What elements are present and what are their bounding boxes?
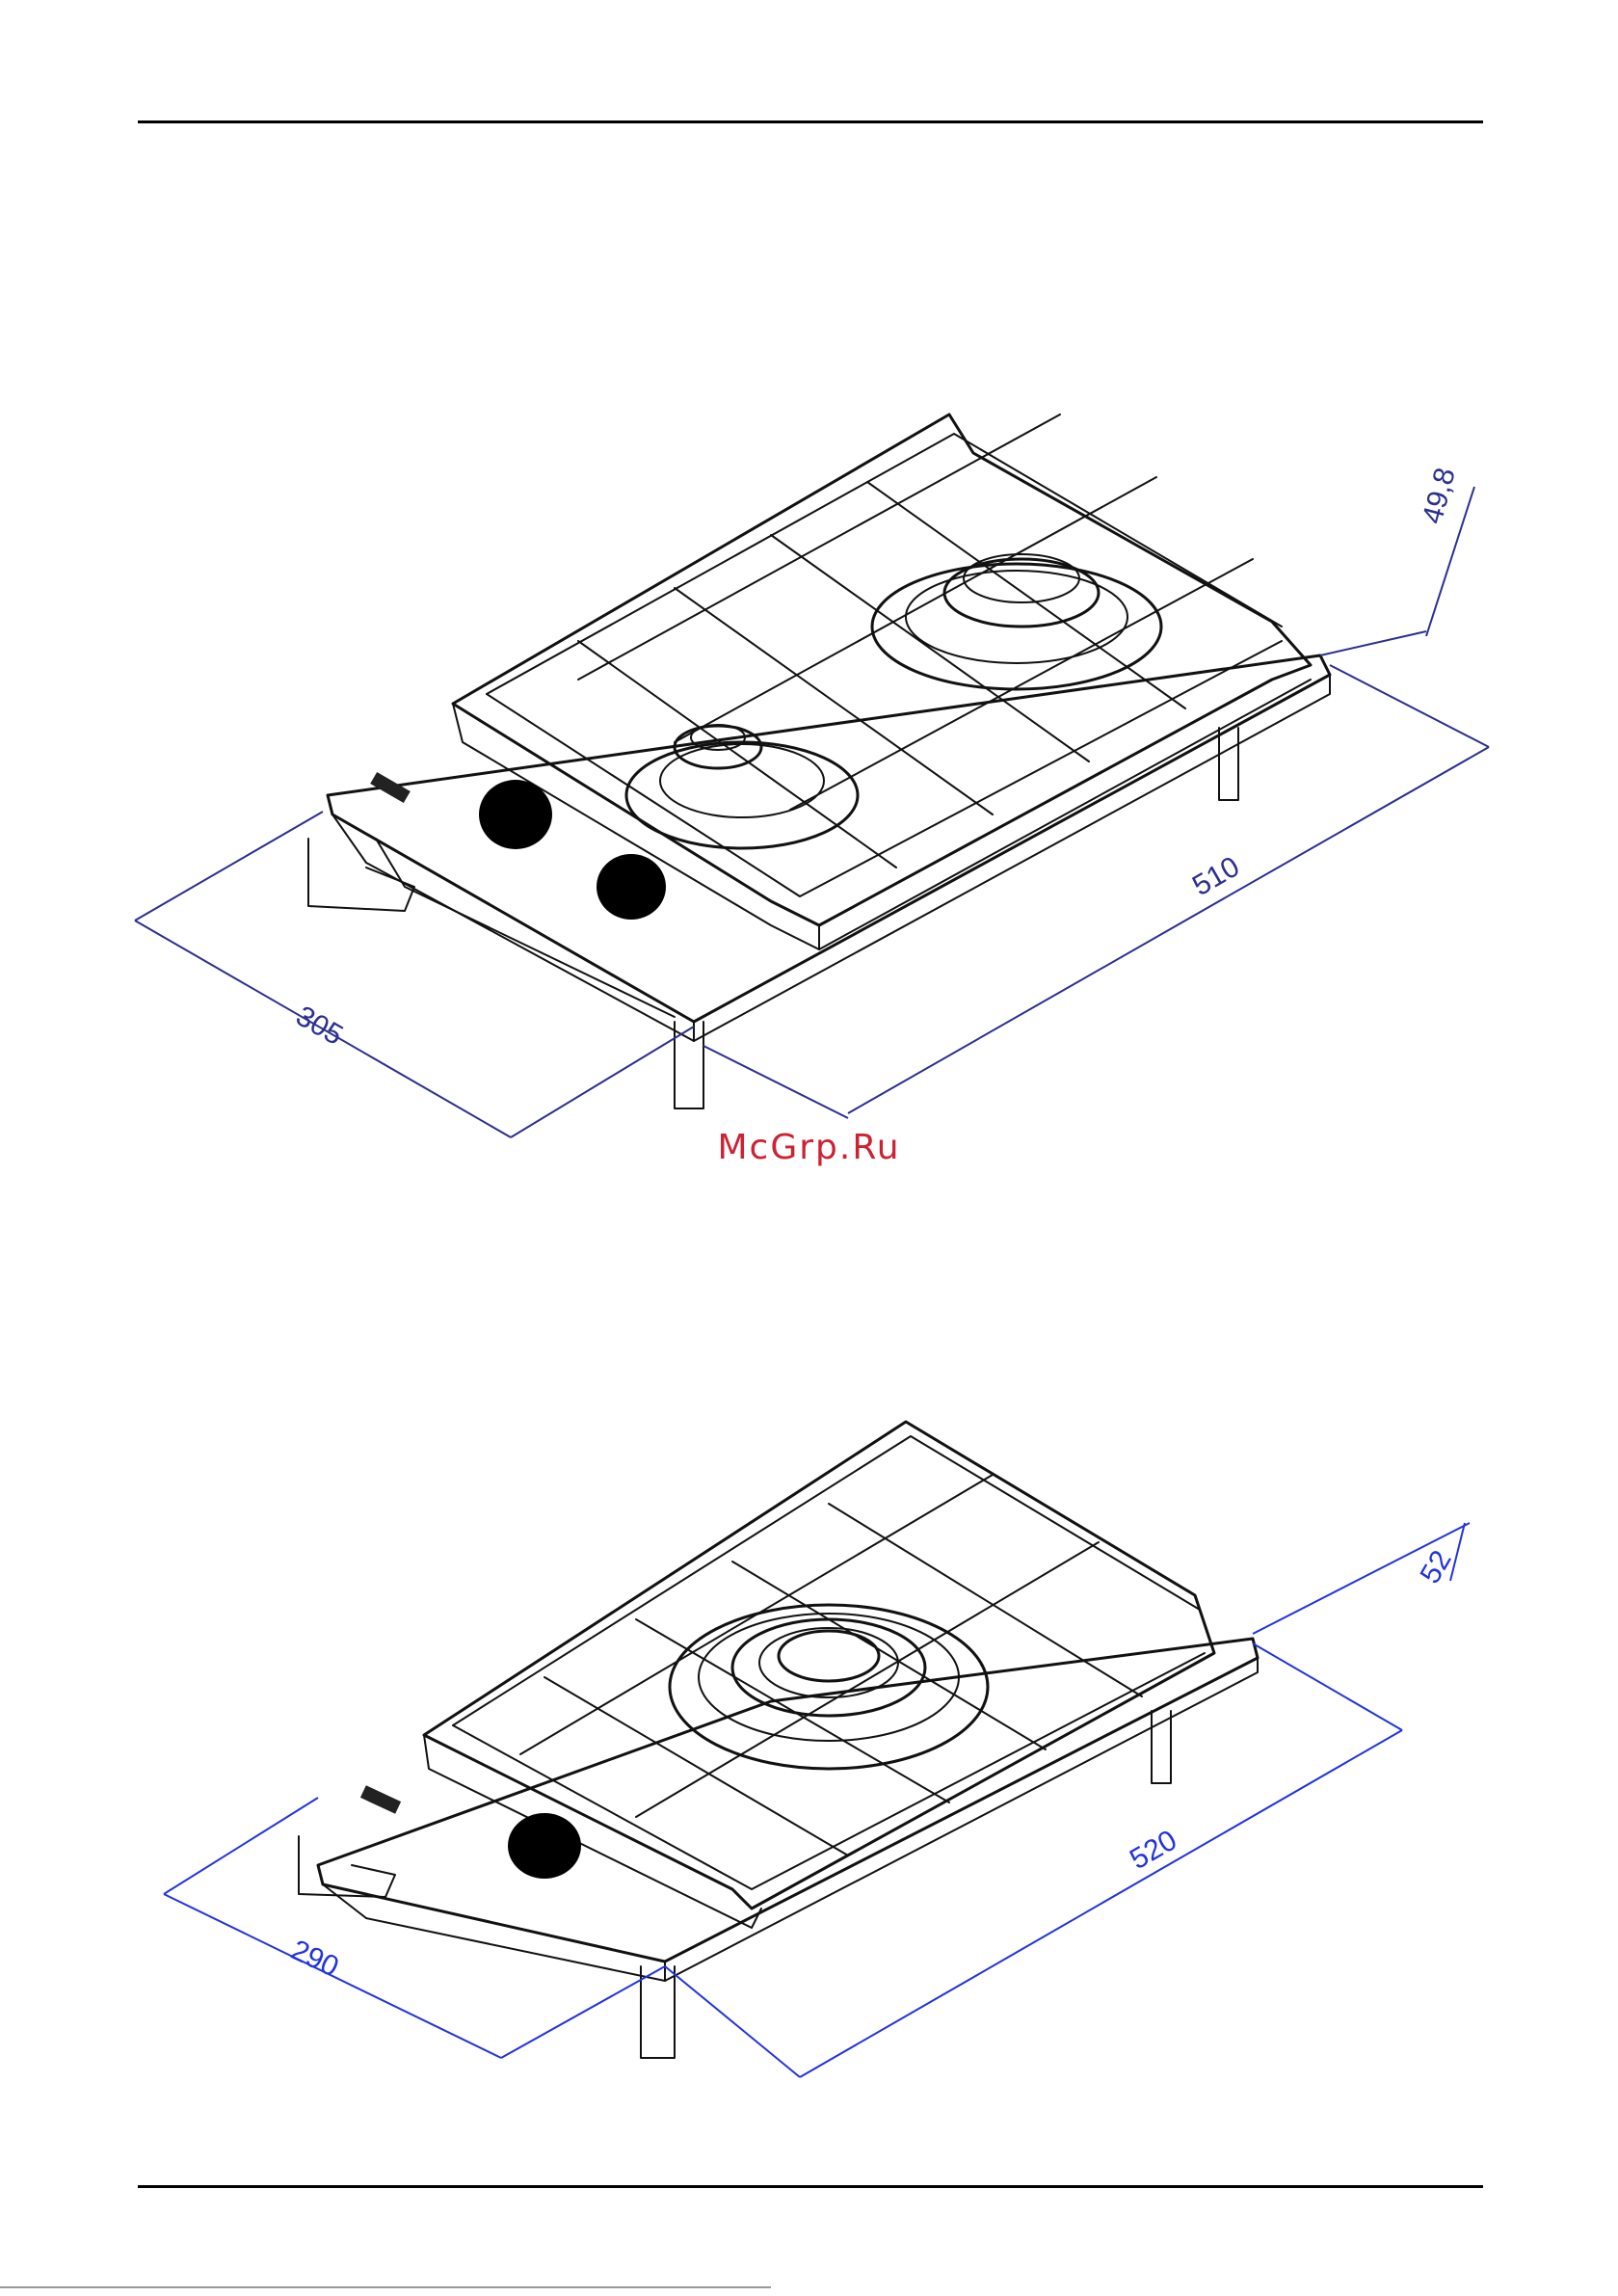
dim-width-label: 290 [286, 1934, 343, 1983]
header-rule [138, 120, 1483, 123]
knob-icon [597, 854, 666, 920]
watermark-text: McGrp.Ru [0, 1128, 1618, 1167]
dim-width-label: 305 [291, 1000, 349, 1052]
knob-icon [508, 1813, 581, 1879]
footer-rule [138, 2185, 1483, 2188]
dim-height-label: 49,8 [1417, 465, 1462, 527]
two-burner-hob-drawing: 305 510 49,8 [0, 366, 1618, 1157]
dim-length-label: 510 [1187, 850, 1245, 902]
dim-length-label: 520 [1125, 1824, 1182, 1876]
dim-height-label: 52 [1414, 1545, 1457, 1589]
knob-icon [479, 780, 552, 849]
scan-edge-line [0, 2286, 771, 2288]
single-burner-hob-drawing: 290 520 52 [0, 1398, 1618, 2169]
